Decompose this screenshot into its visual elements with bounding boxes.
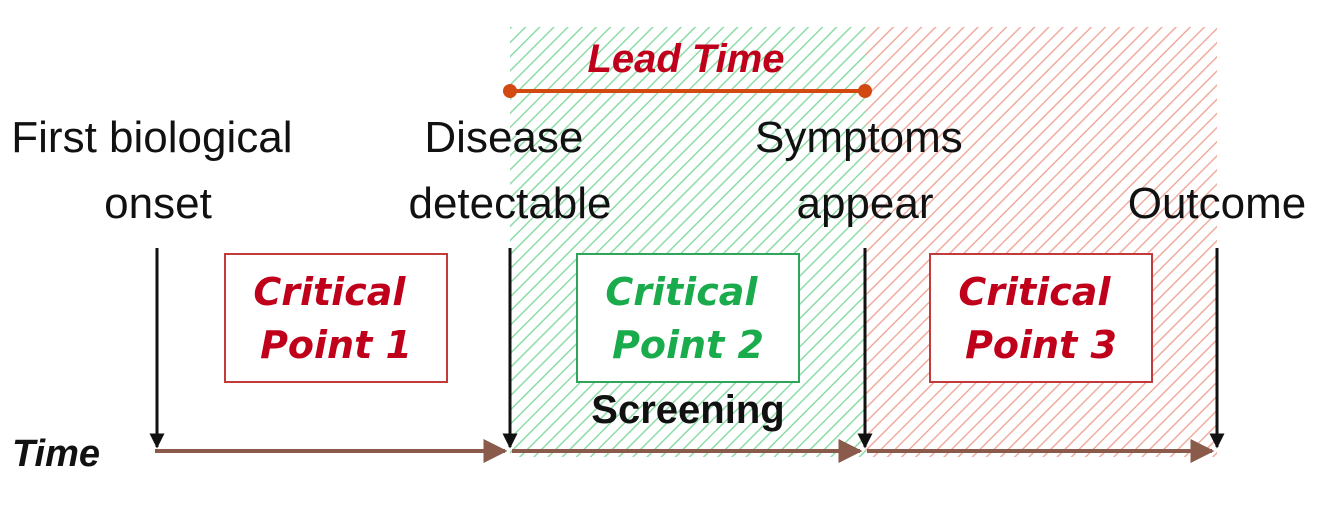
milestone-disease-detectable-line-2: detectable — [408, 179, 611, 228]
screening-label: Screening — [591, 388, 784, 432]
milestone-first-biological-onset-line-2: onset — [104, 179, 212, 228]
critical-point-1-box — [224, 253, 448, 383]
milestone-first-biological-onset-line-1: First biological — [11, 113, 292, 162]
critical-point-1-line-1: Critical — [253, 270, 406, 314]
critical-point-3-line-1: Critical — [958, 270, 1111, 314]
post-symptom-zone — [865, 27, 1217, 457]
screening-zone — [510, 27, 865, 457]
milestone-symptoms-appear: Symptoms appear — [755, 113, 975, 228]
milestone-outcome: Outcome — [1128, 179, 1307, 228]
lead-time-end-dot — [858, 84, 872, 98]
lead-time-label: Lead Time — [587, 37, 784, 81]
milestone-symptoms-appear-line-2: appear — [796, 179, 933, 228]
critical-point-2-text: Critical Point 2 — [605, 270, 770, 367]
time-axis-label: Time — [12, 433, 100, 475]
critical-point-1-line-2: Point 1 — [260, 323, 412, 367]
milestone-symptoms-appear-line-1: Symptoms — [755, 113, 963, 162]
critical-point-1-text: Critical Point 1 — [253, 270, 418, 367]
milestone-outcome-line-1: Outcome — [1128, 179, 1307, 228]
critical-point-3-text: Critical Point 3 — [958, 270, 1123, 367]
milestone-disease-detectable-line-1: Disease — [424, 113, 583, 162]
milestone-first-biological-onset: First biological onset — [11, 113, 304, 228]
critical-point-3-line-2: Point 3 — [965, 323, 1117, 367]
critical-point-2-line-2: Point 2 — [612, 323, 764, 367]
milestone-disease-detectable: Disease detectable — [408, 113, 611, 228]
lead-time-start-dot — [503, 84, 517, 98]
critical-point-2-box — [576, 253, 800, 383]
critical-point-3-box — [929, 253, 1153, 383]
critical-point-2-line-1: Critical — [605, 270, 758, 314]
